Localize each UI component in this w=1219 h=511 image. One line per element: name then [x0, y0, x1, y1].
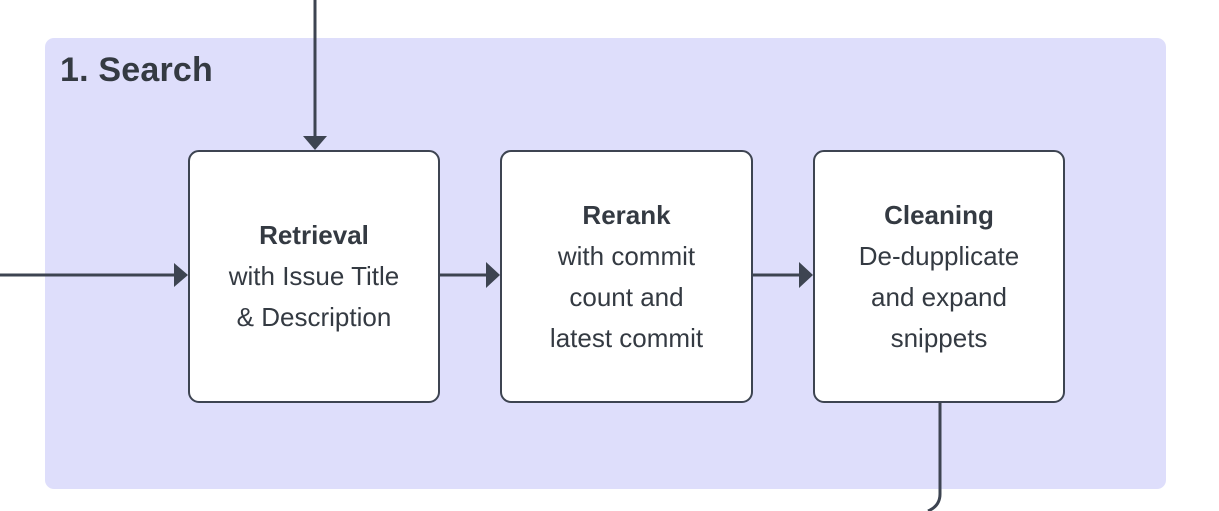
node-cleaning-title: Cleaning [884, 199, 994, 230]
node-rerank-line-3: latest commit [549, 322, 704, 353]
group-title: 1. Search [60, 51, 214, 89]
node-retrieval-title: Retrieval [259, 220, 369, 250]
node-cleaning[interactable]: Cleaning De-dupplicate and expand snippe… [813, 150, 1065, 403]
node-retrieval[interactable]: Retrieval with Issue Title & Description [188, 150, 440, 403]
node-cleaning-text: Cleaning De-dupplicate and expand snippe… [859, 195, 1019, 359]
node-retrieval-text: Retrieval with Issue Title & Description [229, 215, 400, 338]
node-rerank-line-2: count and [569, 281, 684, 312]
node-rerank-text: Rerank with commit count and latest comm… [550, 195, 703, 359]
node-cleaning-line-2: and expand [871, 281, 1007, 312]
node-cleaning-line-3: snippets [890, 322, 988, 353]
node-rerank-line-1: with commit [557, 240, 696, 271]
node-rerank-title: Rerank [582, 199, 671, 230]
node-retrieval-line-2: & Description [236, 302, 392, 332]
node-cleaning-line-1: De-dupplicate [858, 240, 1020, 271]
node-retrieval-line-1: with Issue Title [228, 261, 400, 291]
node-rerank[interactable]: Rerank with commit count and latest comm… [500, 150, 753, 403]
